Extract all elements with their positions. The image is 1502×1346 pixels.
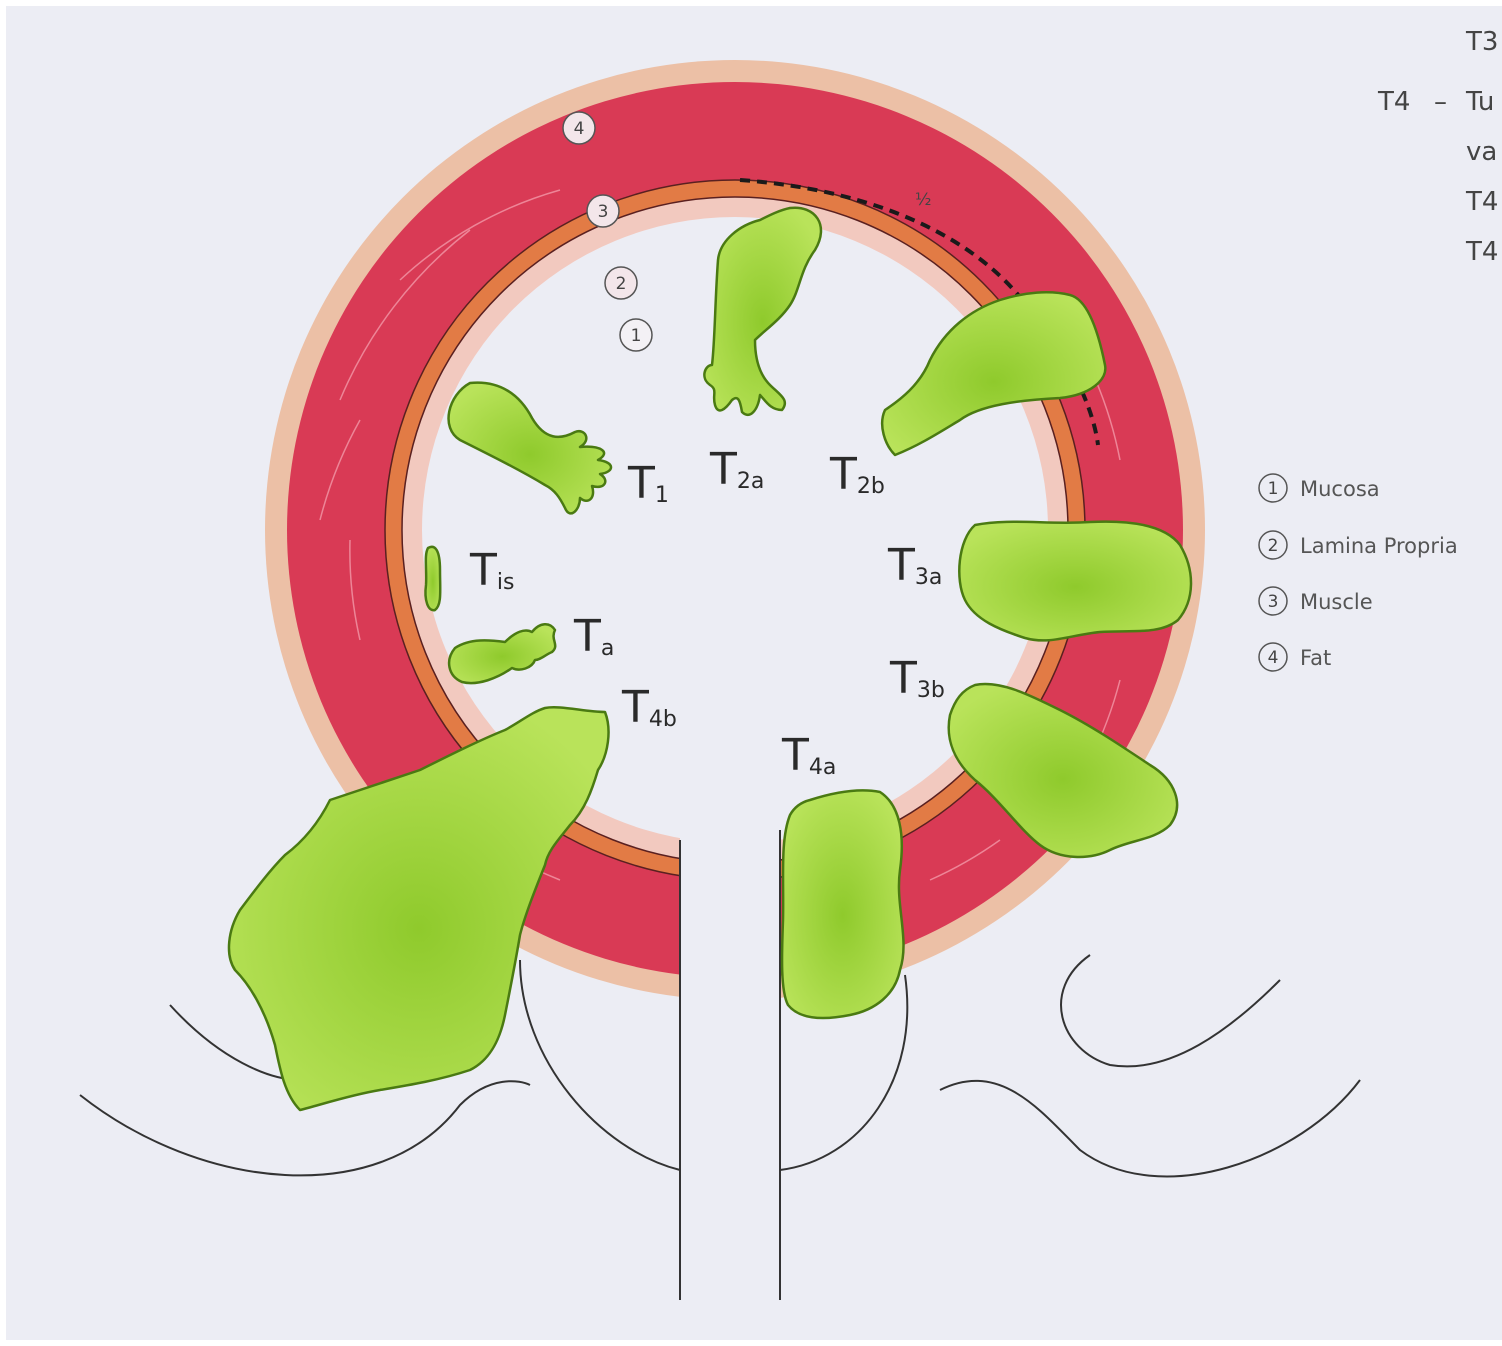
ring-number-1: 1 bbox=[631, 326, 642, 346]
legend-number-1: 1 bbox=[1268, 479, 1279, 499]
right-outer-curve bbox=[939, 1079, 1361, 1178]
ring-number-4-circle bbox=[562, 111, 596, 145]
tumors bbox=[227, 206, 1193, 1112]
left-inner-curve bbox=[519, 959, 681, 1171]
label-t4b: T4b bbox=[621, 682, 677, 733]
label-ta: Ta bbox=[573, 611, 614, 662]
label-tis: Tis bbox=[469, 545, 514, 596]
label-t2b: T2b bbox=[829, 449, 885, 500]
urethra-gap bbox=[680, 820, 780, 1080]
legend-mucosa: Mucosa bbox=[1300, 477, 1380, 501]
edge-text-line3: va bbox=[1466, 137, 1497, 167]
ring-number-3: 3 bbox=[598, 202, 609, 222]
stage-labels: T1 T2a T2b Tis Ta T3a T3b T4a T4b bbox=[469, 444, 945, 781]
dashed-line bbox=[739, 178, 1100, 446]
legend-number-3-circle bbox=[1258, 586, 1288, 616]
tumor-t2b bbox=[880, 291, 1107, 457]
legend-lamina-propria: Lamina Propria bbox=[1300, 534, 1458, 558]
ring-number-2-circle bbox=[604, 266, 638, 300]
ring-number-4: 4 bbox=[574, 119, 585, 139]
legend-number-4-circle bbox=[1258, 642, 1288, 672]
edge-text-line5: T4 bbox=[1465, 237, 1498, 267]
legend-number-2-circle bbox=[1258, 530, 1288, 560]
edge-text-line2-dash: – bbox=[1434, 87, 1447, 117]
legend-number-1-circle bbox=[1258, 473, 1288, 503]
legend-number-4: 4 bbox=[1268, 648, 1279, 668]
ring-number-3-circle bbox=[586, 194, 620, 228]
label-t4a: T4a bbox=[781, 730, 836, 781]
tumor-t1 bbox=[447, 381, 613, 515]
lumen bbox=[422, 217, 1048, 843]
right-inner-curve bbox=[779, 974, 909, 1171]
bladder-wall bbox=[265, 60, 1205, 1080]
legend-number-3: 3 bbox=[1268, 592, 1279, 612]
edge-text-line2-prefix: T4 bbox=[1377, 87, 1410, 117]
edge-text-line1: T3 bbox=[1465, 27, 1498, 57]
ring-number-1-circle bbox=[619, 318, 653, 352]
edge-text-line4: T4 bbox=[1465, 187, 1498, 217]
label-t1: T1 bbox=[627, 458, 669, 509]
tumor-tis bbox=[424, 545, 442, 612]
label-t3b: T3b bbox=[889, 653, 945, 704]
ring-numbers: 4 3 2 1 bbox=[562, 111, 653, 352]
tumor-t3b bbox=[947, 682, 1179, 859]
tumor-t3a bbox=[958, 520, 1193, 642]
pelvic-outlines bbox=[79, 830, 1361, 1300]
half-mark: ½ bbox=[915, 190, 931, 210]
label-t2a: T2a bbox=[709, 444, 764, 495]
ring-number-2: 2 bbox=[616, 274, 627, 294]
cropped-edge-text: T3 T4 – Tu va T4 T4 bbox=[1377, 27, 1498, 267]
legend-fat: Fat bbox=[1300, 646, 1331, 670]
tumor-ta bbox=[447, 623, 557, 685]
left-outer-curve bbox=[79, 1080, 531, 1177]
label-t3a: T3a bbox=[887, 540, 942, 591]
edge-text-line2-word: Tu bbox=[1465, 87, 1494, 117]
legend: 1 Mucosa 2 Lamina Propria 3 Muscle 4 Fat bbox=[1258, 473, 1458, 672]
tumor-t2a bbox=[703, 206, 823, 417]
tumor-t4b bbox=[227, 706, 610, 1112]
legend-muscle: Muscle bbox=[1300, 590, 1373, 614]
tumor-t4a bbox=[780, 789, 905, 1020]
right-upper-curve bbox=[1060, 954, 1281, 1068]
legend-number-2: 2 bbox=[1268, 536, 1279, 556]
